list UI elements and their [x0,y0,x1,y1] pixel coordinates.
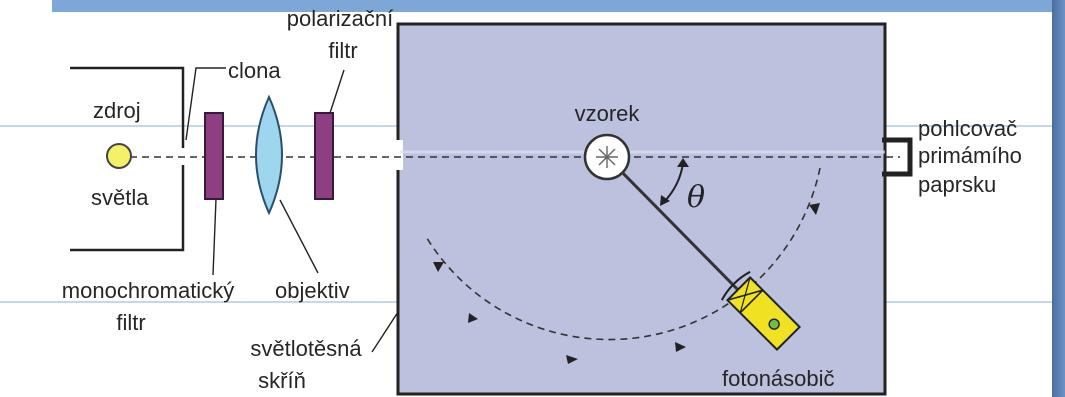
theta-arrow-top [677,158,689,167]
label-sample: vzorek [574,101,640,126]
label-source-1: zdroj [93,98,141,123]
rotation-arrow-2 [675,342,686,352]
rotation-arrow-1 [809,203,820,215]
rotation-arrow-3 [566,355,578,364]
box-entrance-gap [394,140,403,170]
label-photomultiplier: fotonásobič [722,366,835,391]
source-housing [70,66,185,252]
detector-arm [606,156,747,299]
label-polarizing-filter-1: polarizační [286,6,394,31]
header-bar [52,0,1065,12]
label-mono-filter-2: filtr [116,310,146,335]
polarizing-filter [314,112,334,200]
label-source-2: světla [91,185,149,210]
leader-mono [212,198,217,276]
label-absorber-3: paprsku [918,172,997,197]
objective-lens [255,94,283,216]
label-objective: objektiv [275,278,350,303]
monochromatic-filter [204,112,224,200]
label-absorber-2: primámího [918,143,1022,168]
beam-absorber [882,137,913,177]
rotation-arrow-4 [468,313,478,323]
theta-arrow-bottom [660,195,670,206]
leader-polarizer [329,69,345,114]
photomultiplier [720,270,802,352]
label-aperture: clona [228,58,281,83]
label-box-1: světlotěsná [250,336,362,361]
label-theta: θ [687,180,706,215]
label-mono-filter-1: monochromatický [61,278,235,303]
leader-objective [279,199,319,274]
side-bar [1052,0,1065,397]
rotation-arrow-5 [433,262,444,272]
sample-star-icon [596,146,618,168]
label-absorber-1: pohlcovač [918,116,1018,141]
source-lamp [106,143,132,169]
leader-aperture [185,67,226,141]
lightproof-box [396,22,887,396]
leader-box [371,311,399,353]
label-box-2: skříň [258,368,306,393]
rotation-path [424,167,821,341]
label-polarizing-filter-2: filtr [328,38,358,63]
